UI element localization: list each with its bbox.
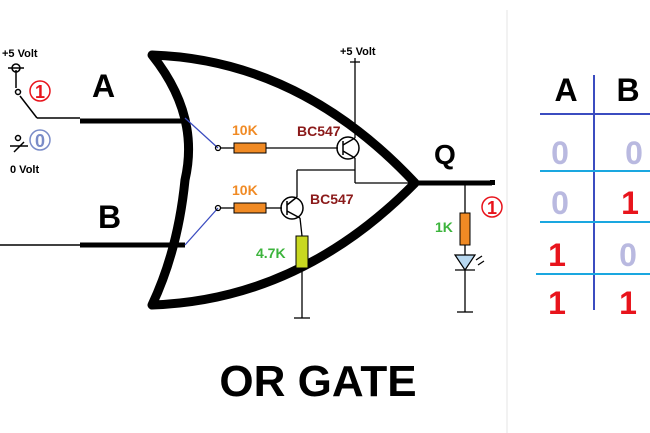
input-b-label: B: [98, 199, 121, 235]
cell-a: 0: [551, 135, 569, 171]
header-b: B: [616, 72, 639, 108]
output-label: Q: [434, 139, 456, 170]
resistor-top-label: 10K: [232, 122, 258, 138]
state-one-badge: [29, 80, 51, 102]
resistor-4-7k: [295, 235, 309, 269]
state-zero-badge: [29, 129, 51, 151]
cell-a: 1: [548, 237, 566, 273]
cell-a: 0: [551, 185, 569, 221]
cell-b: 1: [619, 285, 637, 321]
switch-low-label: 0 Volt: [10, 164, 39, 176]
header-a: A: [554, 72, 577, 108]
transistor-top: [336, 136, 360, 160]
input-a-label: A: [92, 68, 115, 104]
output-terminal: [490, 180, 495, 185]
cell-b: 0: [619, 237, 637, 273]
supply-label: +5 Volt: [340, 46, 376, 58]
output-state: 1: [487, 198, 497, 218]
resistor-1k-label: 1K: [435, 219, 453, 235]
diagram-title: OR GATE: [219, 357, 416, 406]
resistor-10k-bottom: [233, 202, 267, 214]
switch-high-state: 1: [35, 82, 45, 102]
transistor-bottom: [280, 196, 304, 220]
resistor-10k-top: [233, 142, 267, 154]
switch-high-label: +5 Volt: [2, 48, 38, 60]
or-gate-body: [147, 50, 420, 310]
cell-b: 1: [621, 185, 639, 221]
transistor-bottom-label: BC547: [310, 191, 354, 207]
transistor-top-label: BC547: [297, 123, 341, 139]
resistor-bottom-label: 10K: [232, 182, 258, 198]
truth-table: A B 0 0 0 1 1 0 1 1: [536, 72, 650, 321]
resistor-1k: [459, 212, 471, 246]
output-state-badge: [481, 196, 503, 218]
led-icon: [453, 254, 485, 272]
cell-b: 0: [625, 135, 643, 171]
cell-a: 1: [548, 285, 566, 321]
input-a-switch[interactable]: [8, 63, 80, 153]
resistor-emitter-label: 4.7K: [256, 245, 286, 261]
switch-low-state: 0: [35, 131, 45, 151]
